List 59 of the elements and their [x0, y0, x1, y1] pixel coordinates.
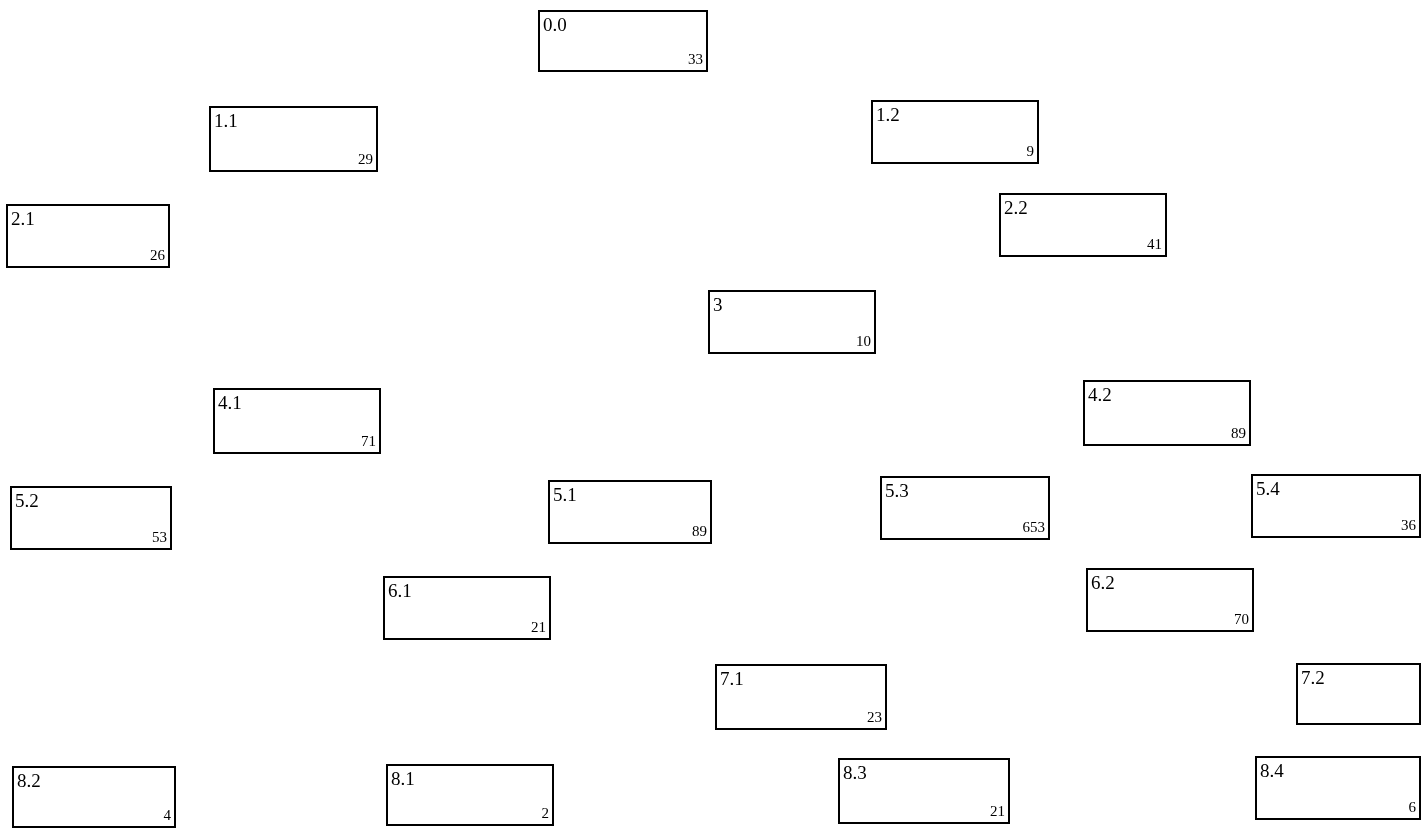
- box-label: 2.2: [1004, 196, 1028, 220]
- process-box: [6, 204, 170, 268]
- process-box: [12, 766, 176, 828]
- box-value: 36: [1401, 516, 1416, 535]
- process-box: [1296, 663, 1421, 725]
- box-label: 7.2: [1301, 666, 1325, 690]
- process-box: [213, 388, 381, 454]
- box-value: 41: [1147, 235, 1162, 254]
- process-box: [1083, 380, 1251, 446]
- box-label: 4.2: [1088, 383, 1112, 407]
- process-box: [715, 664, 887, 730]
- box-value: 70: [1234, 610, 1249, 629]
- process-box: [538, 10, 708, 72]
- process-box: [209, 106, 378, 172]
- process-box: [1086, 568, 1254, 632]
- process-box: [880, 476, 1050, 540]
- box-label: 0.0: [543, 13, 567, 37]
- box-value: 2: [541, 804, 549, 823]
- process-box: [999, 193, 1167, 257]
- process-box: [1251, 474, 1421, 538]
- box-value: 6: [1408, 798, 1416, 817]
- box-label: 7.1: [720, 667, 744, 691]
- box-value: 71: [361, 432, 376, 451]
- box-value: 10: [856, 332, 871, 351]
- box-label: 6.1: [388, 579, 412, 603]
- box-value: 653: [1022, 518, 1045, 537]
- box-label: 8.2: [17, 769, 41, 793]
- process-box: [708, 290, 876, 354]
- process-box: [1255, 756, 1421, 820]
- box-label: 6.2: [1091, 571, 1115, 595]
- box-value: 21: [990, 802, 1005, 821]
- box-label: 4.1: [218, 391, 242, 415]
- box-value: 9: [1026, 142, 1034, 161]
- process-box: [383, 576, 551, 640]
- box-label: 8.1: [391, 767, 415, 791]
- process-box: [386, 764, 554, 826]
- box-value: 33: [688, 50, 703, 69]
- box-value: 4: [163, 806, 171, 825]
- box-label: 5.4: [1256, 477, 1280, 501]
- box-label: 3: [713, 293, 723, 317]
- box-label: 5.3: [885, 479, 909, 503]
- box-value: 26: [150, 246, 165, 265]
- box-value: 29: [358, 150, 373, 169]
- process-box: [838, 758, 1010, 824]
- process-box: [548, 480, 712, 544]
- box-label: 1.2: [876, 103, 900, 127]
- box-value: 53: [152, 528, 167, 547]
- box-value: 23: [867, 708, 882, 727]
- box-label: 5.2: [15, 489, 39, 513]
- box-value: 89: [1231, 424, 1246, 443]
- process-box: [10, 486, 172, 550]
- box-label: 8.3: [843, 761, 867, 785]
- box-value: 89: [692, 522, 707, 541]
- process-box: [871, 100, 1039, 164]
- box-label: 2.1: [11, 207, 35, 231]
- box-label: 1.1: [214, 109, 238, 133]
- box-value: 21: [531, 618, 546, 637]
- box-label: 8.4: [1260, 759, 1284, 783]
- box-label: 5.1: [553, 483, 577, 507]
